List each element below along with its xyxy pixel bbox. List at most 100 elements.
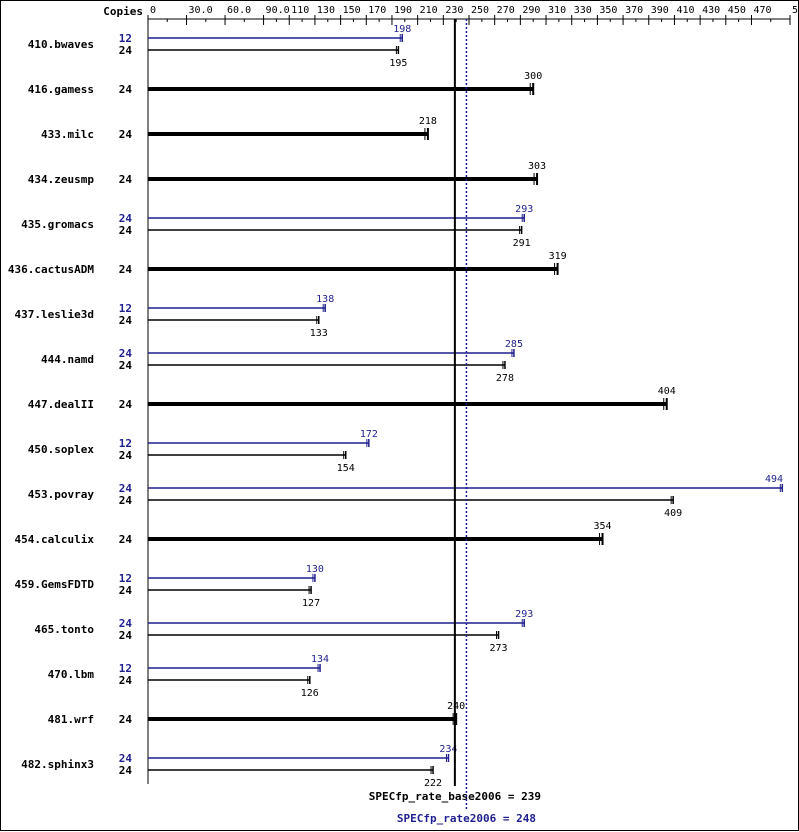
peak-value-label: 134: [311, 654, 329, 665]
peak-value-label: 138: [316, 294, 334, 305]
base-copies-label: 24: [119, 674, 133, 687]
base-value-label: 404: [658, 386, 676, 397]
benchmark-label: 470.lbm: [48, 668, 95, 681]
benchmark-label: 435.gromacs: [21, 218, 94, 231]
base-value-label: 126: [301, 688, 319, 699]
x-tick-label: 450: [728, 5, 746, 16]
x-tick-label: 190: [394, 5, 412, 16]
base-copies-label: 24: [119, 764, 133, 777]
base-value-label: 195: [389, 58, 407, 69]
x-tick-label: 470: [753, 5, 771, 16]
base-copies-label: 24: [119, 314, 133, 327]
peak-copies-label: 12: [119, 662, 132, 675]
peak-value-label: 198: [393, 24, 411, 35]
base-value-label: 133: [310, 328, 328, 339]
base-value-label: 278: [496, 373, 514, 384]
base-value-label: 218: [419, 116, 437, 127]
base-copies-label: 24: [119, 224, 133, 237]
x-tick-label: 230: [445, 5, 463, 16]
peak-copies-label: 24: [119, 617, 133, 630]
base-value-label: 291: [513, 238, 531, 249]
x-tick-label: 150: [343, 5, 361, 16]
peak-copies-label: 12: [119, 302, 132, 315]
x-tick-label: 390: [651, 5, 669, 16]
x-tick-label: 0: [150, 5, 156, 16]
base-value-label: 222: [424, 778, 442, 789]
benchmark-label: 434.zeusmp: [28, 173, 95, 186]
base-copies-label: 24: [119, 128, 133, 141]
benchmark-label: 416.gamess: [28, 83, 94, 96]
peak-copies-label: 12: [119, 437, 132, 450]
peak-value-label: 285: [505, 339, 523, 350]
x-tick-label: 30.0: [189, 5, 213, 16]
base-value-label: 409: [664, 508, 682, 519]
peak-reference-label: SPECfp_rate2006 = 248: [397, 812, 536, 825]
x-tick-label: 430: [702, 5, 720, 16]
peak-copies-label: 12: [119, 572, 132, 585]
base-value-label: 354: [594, 521, 612, 532]
x-tick-label: 210: [420, 5, 438, 16]
base-value-label: 273: [490, 643, 508, 654]
base-copies-label: 24: [119, 173, 133, 186]
base-value-label: 154: [337, 463, 355, 474]
peak-copies-label: 24: [119, 752, 133, 765]
benchmark-label: 444.namd: [41, 353, 94, 366]
x-tick-label: 290: [522, 5, 540, 16]
x-tick-label: 90.0: [266, 5, 290, 16]
benchmark-label: 454.calculix: [15, 533, 95, 546]
peak-copies-label: 24: [119, 347, 133, 360]
benchmark-label: 465.tonto: [34, 623, 94, 636]
peak-copies-label: 24: [119, 212, 133, 225]
x-tick-label: 350: [599, 5, 617, 16]
benchmark-label: 447.dealII: [28, 398, 94, 411]
benchmark-label: 410.bwaves: [28, 38, 94, 51]
peak-value-label: 130: [306, 564, 324, 575]
base-copies-label: 24: [119, 263, 133, 276]
base-copies-label: 24: [119, 44, 133, 57]
peak-value-label: 172: [360, 429, 378, 440]
base-copies-label: 24: [119, 494, 133, 507]
x-tick-label: 370: [625, 5, 643, 16]
x-tick-label: 310: [548, 5, 566, 16]
benchmark-label: 437.leslie3d: [15, 308, 94, 321]
benchmark-label: 450.soplex: [28, 443, 95, 456]
peak-value-label: 494: [765, 474, 783, 485]
x-tick-label: 60.0: [227, 5, 251, 16]
base-reference-label: SPECfp_rate_base2006 = 239: [369, 790, 541, 803]
benchmark-label: 482.sphinx3: [21, 758, 94, 771]
benchmark-label: 481.wrf: [48, 713, 94, 726]
x-tick-label: 410: [676, 5, 694, 16]
peak-value-label: 293: [515, 204, 533, 215]
base-value-label: 300: [524, 71, 542, 82]
benchmark-label: 459.GemsFDTD: [15, 578, 95, 591]
peak-copies-label: 12: [119, 32, 132, 45]
base-copies-label: 24: [119, 713, 133, 726]
peak-value-label: 293: [515, 609, 533, 620]
base-copies-label: 24: [119, 584, 133, 597]
base-copies-label: 24: [119, 533, 133, 546]
base-copies-label: 24: [119, 83, 133, 96]
benchmark-label: 433.milc: [41, 128, 94, 141]
base-copies-label: 24: [119, 359, 133, 372]
peak-value-label: 234: [439, 744, 457, 755]
base-value-label: 303: [528, 161, 546, 172]
x-tick-label: 500: [792, 5, 799, 16]
base-value-label: 240: [447, 701, 465, 712]
base-value-label: 319: [549, 251, 567, 262]
x-tick-label: 110: [291, 5, 309, 16]
x-tick-label: 250: [471, 5, 489, 16]
base-copies-label: 24: [119, 629, 133, 642]
base-copies-label: 24: [119, 398, 133, 411]
benchmark-label: 436.cactusADM: [8, 263, 94, 276]
base-value-label: 127: [302, 598, 320, 609]
copies-header: Copies: [103, 5, 143, 18]
benchmark-label: 453.povray: [28, 488, 95, 501]
x-tick-label: 130: [317, 5, 335, 16]
base-copies-label: 24: [119, 449, 133, 462]
x-tick-label: 270: [497, 5, 515, 16]
peak-copies-label: 24: [119, 482, 133, 495]
x-tick-label: 170: [368, 5, 386, 16]
x-tick-label: 330: [574, 5, 592, 16]
